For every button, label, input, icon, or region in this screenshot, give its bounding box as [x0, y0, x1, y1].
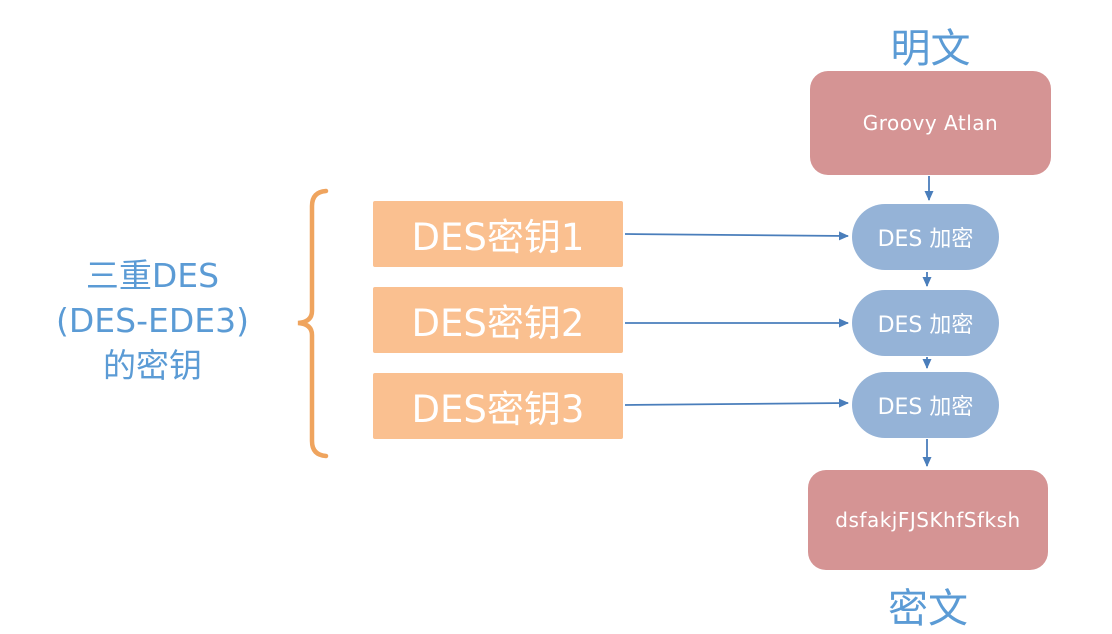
keys-caption-line2: (DES-EDE3) — [56, 301, 249, 340]
plaintext-box: Groovy Atlan — [810, 71, 1051, 175]
keys-caption-line1: 三重DES — [85, 256, 220, 295]
key-box-1: DES密钥1 — [373, 201, 623, 267]
keys-brace — [297, 188, 329, 459]
plaintext-label: 明文 — [890, 26, 971, 72]
arrow-key1-to-stage1 — [624, 231, 849, 241]
stage-pill-1: DES 加密 — [852, 204, 999, 270]
stage-pill-2: DES 加密 — [852, 290, 999, 356]
key-box-3: DES密钥3 — [373, 373, 623, 439]
ciphertext-label: 密文 — [888, 586, 968, 632]
arrow-key3-to-stage3 — [624, 398, 849, 408]
stage-pill-3: DES 加密 — [852, 372, 999, 438]
key-box-2: DES密钥2 — [373, 287, 623, 353]
keys-caption: 三重DES (DES-EDE3) 的密钥 — [15, 253, 290, 388]
ciphertext-box: dsfakjFJSKhfSfksh — [808, 470, 1048, 570]
keys-caption-line3: 的密钥 — [103, 346, 202, 385]
